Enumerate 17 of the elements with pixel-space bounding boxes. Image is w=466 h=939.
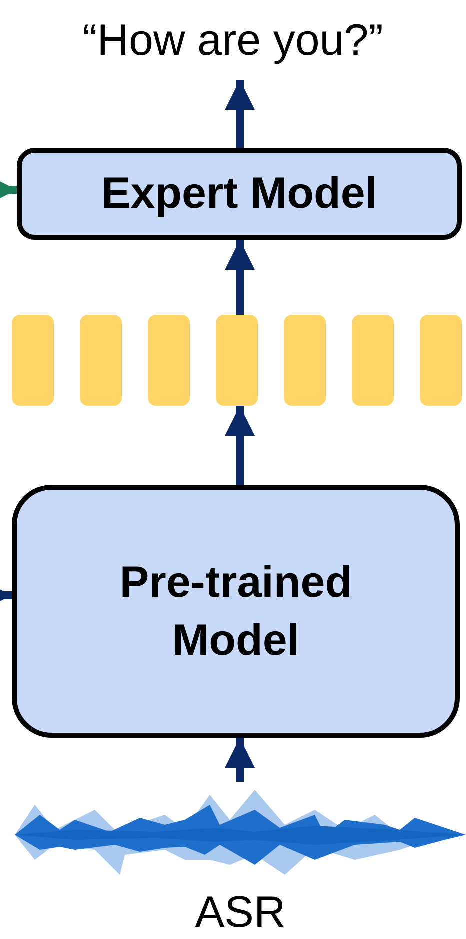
box-label: Pre-trained Model [118, 557, 354, 666]
node-label: ASR [194, 888, 287, 938]
arrow [225, 240, 255, 315]
feature-bar [420, 315, 462, 406]
box-label: Expert Model [101, 168, 378, 220]
feature-bar [12, 315, 54, 406]
feature-bar [148, 315, 190, 406]
feature-bar [216, 315, 258, 406]
model-box [17, 148, 462, 240]
arrow [225, 406, 255, 485]
model-box [12, 485, 460, 738]
feature-bar [352, 315, 394, 406]
feature-bar [284, 315, 326, 406]
output-text: “How are you?” [82, 15, 384, 68]
arrow [225, 80, 255, 148]
feature-bar [80, 315, 122, 406]
arrow [225, 738, 255, 782]
